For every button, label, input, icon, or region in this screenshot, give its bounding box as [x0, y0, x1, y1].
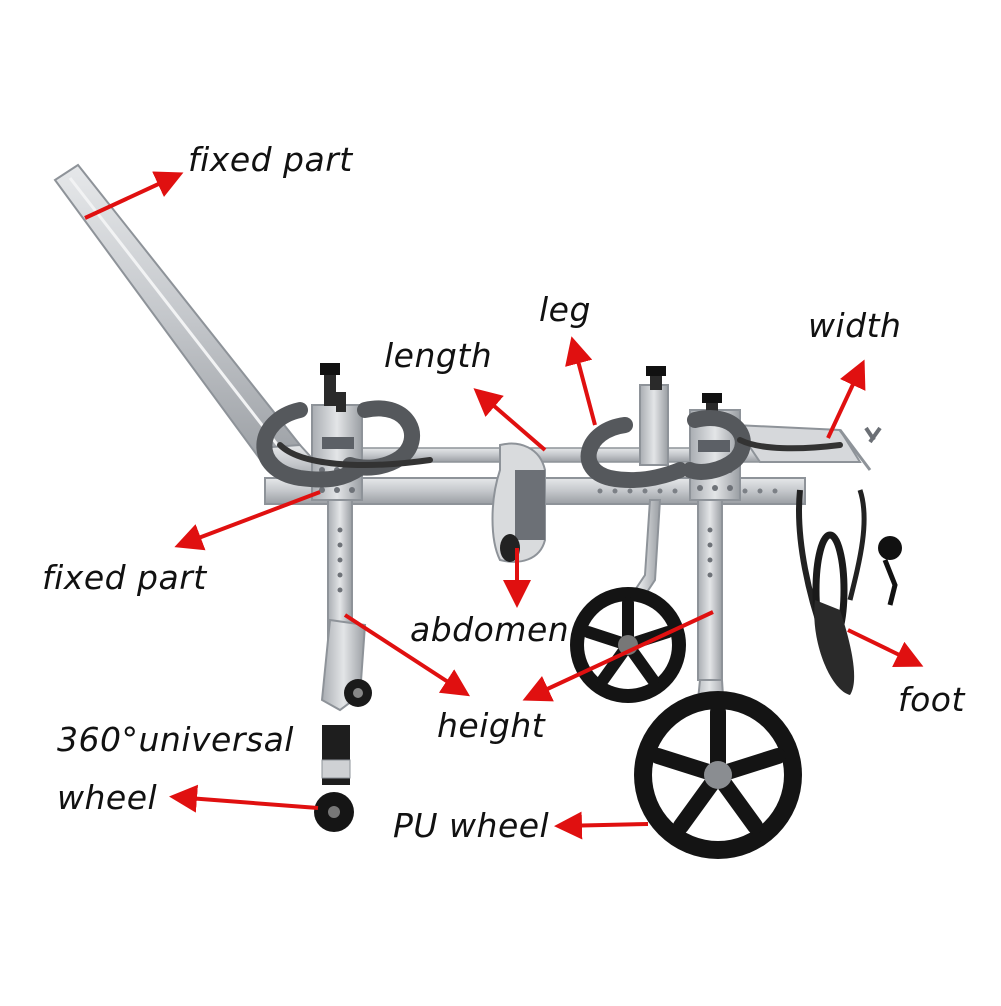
- label-abdomen: abdomen: [410, 610, 570, 649]
- label-leg: leg: [539, 290, 591, 329]
- label-universal-wheel-line2: wheel: [57, 778, 158, 817]
- arrow-fixed-part-top: [84, 171, 184, 220]
- label-fixed-part-left: fixed part: [42, 558, 207, 597]
- arrow-foot: [847, 628, 924, 667]
- arrow-height-left: [343, 613, 471, 697]
- label-universal-wheel-line1: 360°universal: [57, 720, 294, 759]
- label-pu-wheel: PU wheel: [393, 806, 550, 845]
- arrow-universal-wheel: [169, 784, 319, 813]
- arrow-pu-wheel: [554, 811, 649, 840]
- pu-wheel-back: [570, 587, 686, 703]
- arrow-length: [473, 388, 547, 452]
- arrow-width: [826, 359, 866, 439]
- label-fixed-part-top: fixed part: [188, 140, 353, 179]
- front-legs: [314, 499, 372, 832]
- arrow-height-right: [522, 610, 714, 702]
- pu-wheel-front: [634, 691, 802, 859]
- label-width: width: [808, 306, 902, 345]
- arrow-fixed-part-left: [174, 490, 321, 551]
- foot-straps: [796, 489, 902, 695]
- annotation-arrows: [84, 171, 924, 840]
- label-length: length: [384, 336, 493, 375]
- leg-rings: [256, 400, 843, 488]
- abdomen-strap: [491, 442, 546, 563]
- label-foot: foot: [898, 680, 965, 719]
- arrow-leg: [565, 336, 597, 426]
- label-height: height: [437, 706, 546, 745]
